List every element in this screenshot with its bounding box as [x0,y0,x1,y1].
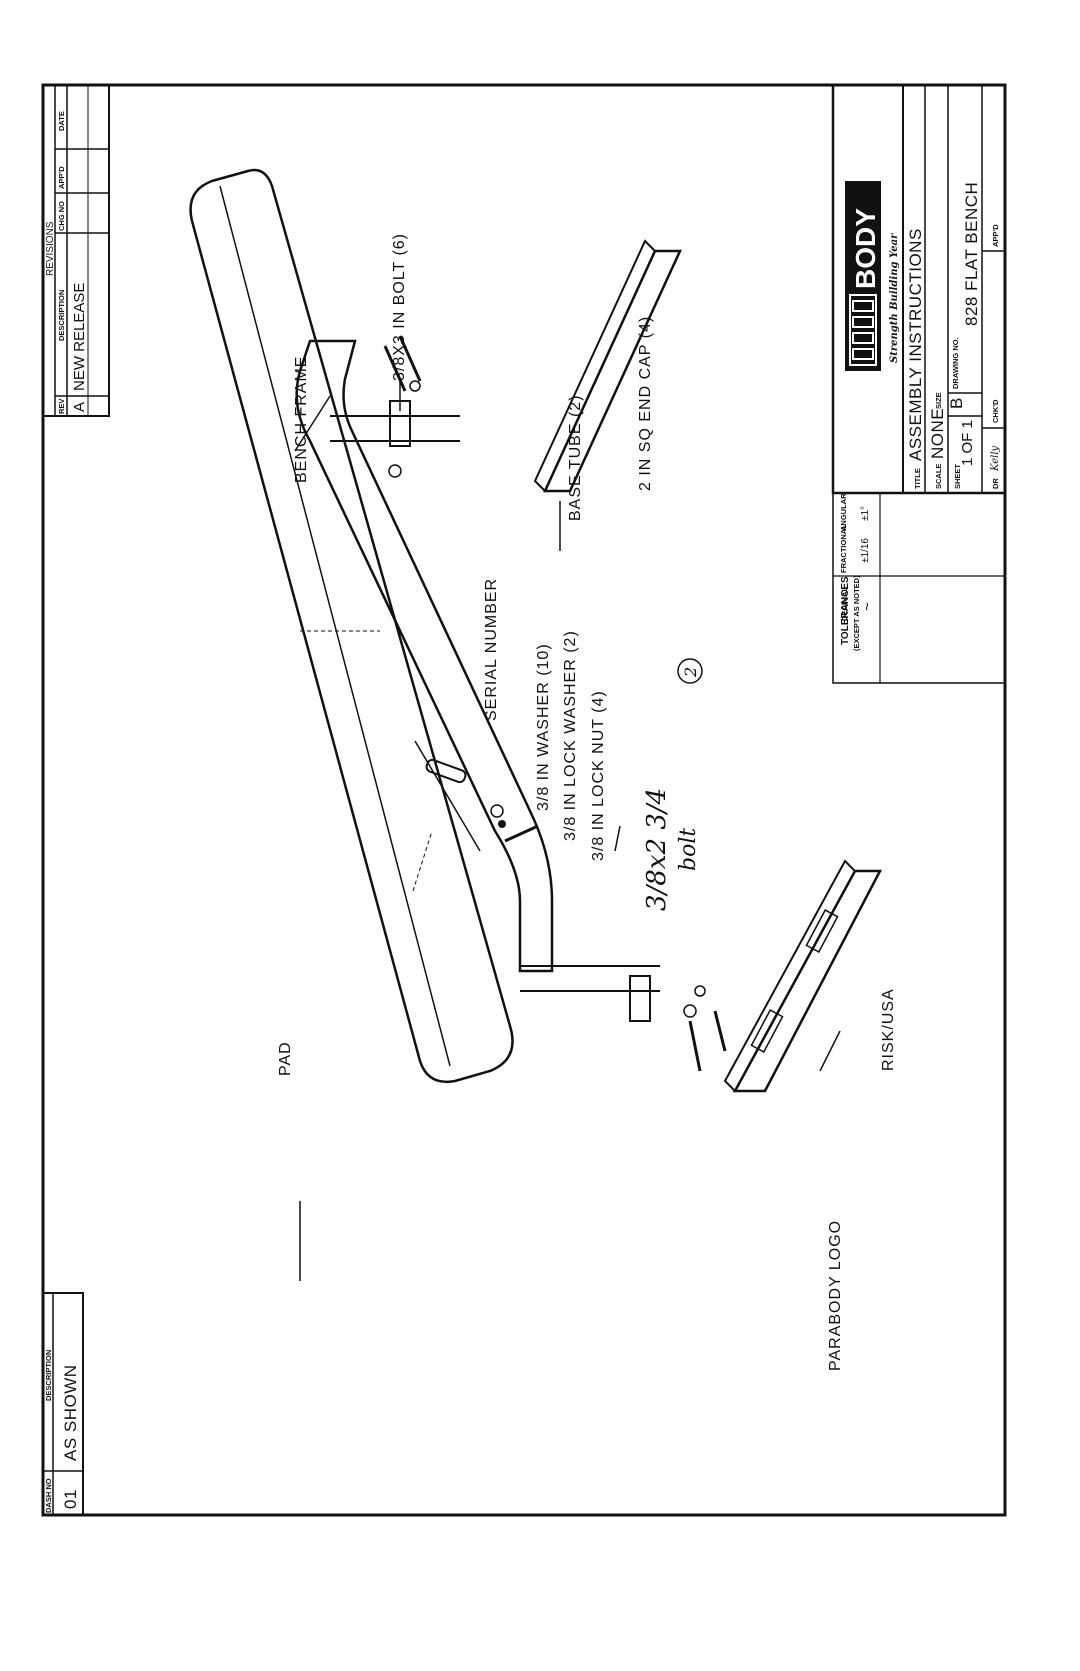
dr-value: Kelly [990,445,1001,472]
drawing-border [41,83,1007,1517]
parabody-logo: BODY Strength Building Year [845,181,900,371]
hardware [300,335,727,1072]
title-label: TITLE [913,468,922,489]
drawing-no-label: DRAWING NO. [951,337,960,389]
fractional-value: ±1/16 [860,538,871,563]
dash-number: 01 [61,1489,80,1509]
callout-end-cap: 2 IN SQ END CAP (4) [637,316,654,491]
dash-no-header: DASH NO [44,1478,53,1513]
rev-header: REV [57,399,66,414]
dash-description-header: DESCRIPTION [44,1350,53,1401]
revisions-table: REVISIONS REV DESCRIPTION CHG NO APP'D D… [42,84,110,417]
handwritten-circled: 2 [681,667,700,678]
size-label: SIZE [934,392,943,409]
sheet-value: 1 OF 1 [959,420,976,466]
bench-frame [295,339,660,1022]
pad [189,168,514,1084]
appd-label: APP'D [991,224,1000,247]
dash-description: AS SHOWN [61,1364,80,1461]
callout-lock-nut: 3/8 IN LOCK NUT (4) [590,690,607,861]
base-tube-rear [533,239,682,493]
dash-table: DASH NO DESCRIPTION 01 AS SHOWN [42,1292,84,1516]
tolerances-label: TOLERANCES [840,576,851,645]
callout-parabody-logo: PARABODY LOGO [827,1220,844,1371]
handwritten-bolt: bolt [676,828,701,871]
title-block: TOLERANCES (EXCEPT AS NOTED) DECIMAL ~ F… [831,83,1007,684]
leaders [294,381,841,1281]
scale-label: SCALE [934,464,943,489]
drawing-no-value: 828 FLAT BENCH [962,182,981,326]
size-value: B [947,397,966,409]
base-tube-front [723,859,883,1093]
rev-description: NEW RELEASE [71,283,88,391]
revisions-title: REVISIONS [45,221,56,276]
decimal-label: DECIMAL [840,586,849,621]
callout-serial-number: SERIAL NUMBER [483,578,500,721]
callout-base-tube: BASE TUBE (2) [567,394,584,521]
rev-value: A [71,402,88,412]
chg-no-header: CHG NO [57,201,66,231]
callout-labels: PAD BENCH FRAME 3/8X3 IN BOLT (6) BASE T… [277,233,897,1371]
appd-header: APP'D [57,166,66,189]
decimal-value: ~ [859,602,876,611]
rev-description-header: DESCRIPTION [57,290,66,341]
angular-value: ±1° [860,506,871,521]
angular-label: ANGULAR [839,493,848,531]
date-header: DATE [57,111,66,131]
callout-pad: PAD [277,1041,294,1076]
dr-label: DR [991,478,1000,489]
scale-value: NONE [928,408,947,459]
callout-risk-usa: RISK/USA [880,988,897,1071]
sheet-label: SHEET [953,464,962,489]
handwritten-size: 3/8x2 3/4 [642,788,672,911]
logo-text: BODY [850,208,881,289]
fractional-label: FRACTIONAL [839,524,848,573]
chkd-label: CHK'D [991,399,1000,423]
callout-washer: 3/8 IN WASHER (10) [535,643,552,811]
title-value: ASSEMBLY INSTRUCTIONS [906,228,925,461]
handwritten-note: 3/8x2 3/4 bolt 2 [614,658,703,911]
callout-bolt: 3/8X3 IN BOLT (6) [391,233,408,381]
callout-lock-washer: 3/8 IN LOCK WASHER (2) [562,630,579,841]
callout-bench-frame: BENCH FRAME [293,356,310,483]
logo-tagline: Strength Building Year [889,233,900,363]
except-as-noted: (EXCEPT AS NOTED) [852,575,861,651]
